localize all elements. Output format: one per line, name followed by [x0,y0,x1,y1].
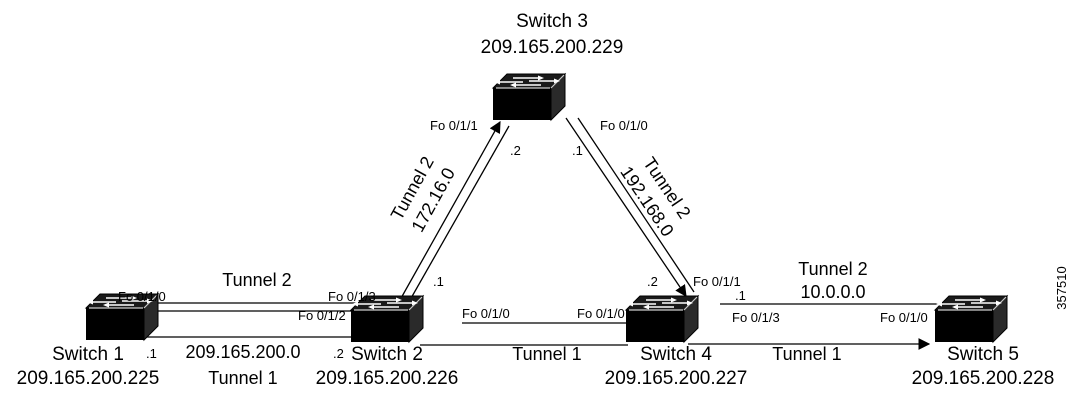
sw4-port-fo010: Fo 0/1/0 [577,306,625,321]
sw1-octet: .1 [146,346,157,361]
sw3-port-fo011: Fo 0/1/1 [430,118,478,133]
sw3-left-octet: .2 [510,143,521,158]
switch-1-ip: 209.165.200.225 [17,368,160,389]
switch-5-icon [934,295,1008,343]
switch-3-name: Switch 3 [516,11,588,32]
link-s2-s4 [420,322,628,346]
switch-3-icon [492,73,566,121]
s1-s2-network-label: 209.165.200.0 [185,342,300,362]
s4-s5-network-label: 10.0.0.0 [800,282,865,302]
sw2-up-octet: .1 [433,274,444,289]
figure-id: 357510 [1054,266,1069,309]
sw5-port-fo010: Fo 0/1/0 [880,310,928,325]
sw3-right-octet: .1 [572,143,583,158]
link-s4-s5 [688,298,959,350]
sw2-octet: .2 [333,346,344,361]
switch-5-ip: 209.165.200.228 [912,368,1055,389]
switch-4-name: Switch 4 [640,344,712,365]
sw2-port-fo010: Fo 0/1/0 [462,306,510,321]
sw4-port-fo013: Fo 0/1/3 [732,310,780,325]
sw3-port-fo010: Fo 0/1/0 [600,118,648,133]
s1-s2-tunnel-1-label: Tunnel 1 [208,368,277,388]
switch-4-ip: 209.165.200.227 [605,368,748,389]
sw1-port-fo010: Fo 0/1/0 [118,289,166,304]
link-s3-s4 [565,117,695,297]
switch-3-ip: 209.165.200.229 [481,37,624,58]
sw4-in-octet: .2 [647,274,658,289]
switch-2-ip: 209.165.200.226 [316,368,459,389]
s4-s5-tunnel-1-label: Tunnel 1 [772,344,841,364]
switch-4-icon [625,295,699,343]
link-s2-s3 [399,120,510,301]
switch-2-name: Switch 2 [351,344,423,365]
switch-5-name: Switch 5 [947,344,1019,365]
s4-s5-tunnel-2-label: Tunnel 2 [798,259,867,279]
sw2-port-fo012: Fo 0/1/2 [298,308,346,323]
sw4-port-fo011: Fo 0/1/1 [693,274,741,289]
sw4-out-octet: .1 [735,288,746,303]
sw2-port-fo013: Fo 0/1/3 [328,289,376,304]
s1-s2-tunnel-2-label: Tunnel 2 [222,270,291,290]
s2-s4-tunnel-label: Tunnel 1 [512,344,581,364]
switch-1-name: Switch 1 [52,344,124,365]
